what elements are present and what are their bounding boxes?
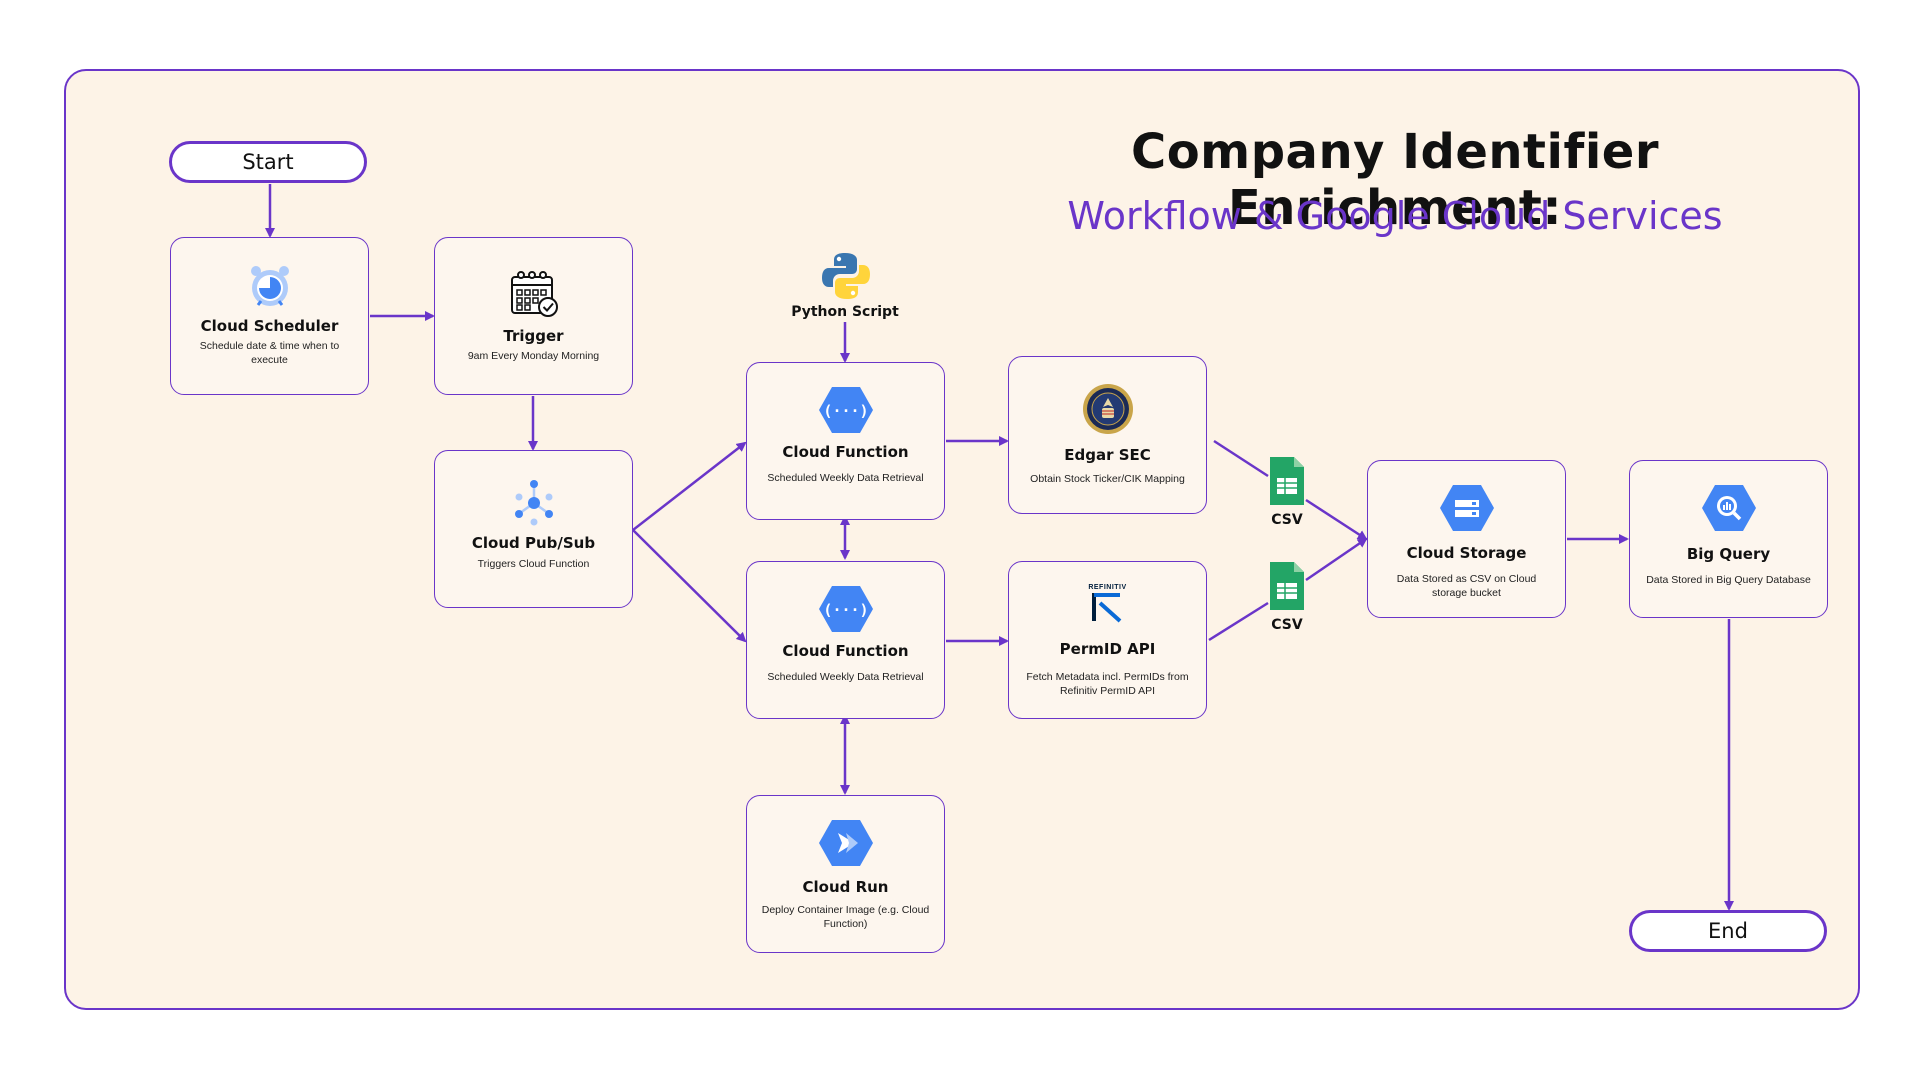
node-title: Big Query xyxy=(1686,545,1771,563)
diagram-subtitle: Workflow & Google Cloud Services xyxy=(1067,194,1723,238)
node-description: Schedule date & time when to execute xyxy=(199,340,340,366)
alarm-clock-icon xyxy=(171,262,368,310)
node-title: Cloud Storage xyxy=(1406,544,1527,562)
node-title: Cloud Scheduler xyxy=(200,317,339,335)
diagram-title: Company Identifier Enrichment: xyxy=(1130,124,1660,236)
node-cloud-run: Cloud Run Deploy Container Image (e.g. C… xyxy=(746,795,945,953)
refinitiv-logo-icon: REFINITIV xyxy=(1009,584,1206,623)
google-sheets-icon xyxy=(1268,560,1306,617)
svg-text:(···): (···) xyxy=(823,601,868,619)
cloud-storage-icon xyxy=(1368,483,1565,533)
arrow-csv1-to-storage xyxy=(1305,498,1368,541)
arrow-permid-to-csv2 xyxy=(1208,601,1269,642)
node-cloud-storage: Cloud Storage Data Stored as CSV on Clou… xyxy=(1367,460,1566,618)
start-terminal: Start xyxy=(169,141,367,183)
node-trigger: Trigger 9am Every Monday Morning xyxy=(434,237,633,395)
end-terminal: End xyxy=(1629,910,1827,952)
node-title: Cloud Run xyxy=(802,878,889,896)
node-big-query: Big Query Data Stored in Big Query Datab… xyxy=(1629,460,1828,618)
node-description: Data Stored as CSV on Cloud storage buck… xyxy=(1396,573,1537,599)
arrow-pubsub-to-function2 xyxy=(632,529,747,643)
cloud-functions-icon: (···) xyxy=(747,385,944,435)
node-permid-api: REFINITIV PermID API Fetch Metadata incl… xyxy=(1008,561,1207,719)
cloud-run-icon xyxy=(747,818,944,868)
arrow-csv2-to-storage xyxy=(1305,537,1368,582)
node-cloud-pubsub: Cloud Pub/Sub Triggers Cloud Function xyxy=(434,450,633,608)
csv-label: CSV xyxy=(1271,512,1303,528)
node-title: Edgar SEC xyxy=(1064,446,1151,464)
node-description: Deploy Container Image (e.g. Cloud Funct… xyxy=(761,904,930,930)
node-title: Cloud Pub/Sub xyxy=(471,534,596,552)
csv-label: CSV xyxy=(1271,617,1303,633)
node-description: Data Stored in Big Query Database xyxy=(1646,574,1811,586)
refinitiv-logo-text: REFINITIV xyxy=(1088,584,1127,591)
python-logo-icon xyxy=(820,250,872,307)
node-cloud-function-1: (···) Cloud Function Scheduled Weekly Da… xyxy=(746,362,945,520)
bigquery-icon xyxy=(1630,483,1827,533)
node-description: Obtain Stock Ticker/CIK Mapping xyxy=(1030,473,1185,485)
node-cloud-scheduler: Cloud Scheduler Schedule date & time whe… xyxy=(170,237,369,395)
cloud-functions-icon: (···) xyxy=(747,584,944,634)
node-title: Trigger xyxy=(503,327,564,345)
node-title: Cloud Function xyxy=(782,443,909,461)
arrow-edgar-to-csv1 xyxy=(1213,439,1269,478)
node-cloud-function-2: (···) Cloud Function Scheduled Weekly Da… xyxy=(746,561,945,719)
google-sheets-icon xyxy=(1268,455,1306,512)
node-description: Triggers Cloud Function xyxy=(477,558,590,570)
sec-seal-icon xyxy=(1009,383,1206,435)
node-description: Fetch Metadata incl. PermIDs from Refini… xyxy=(1026,671,1189,697)
node-title: Cloud Function xyxy=(782,642,909,660)
node-title: PermID API xyxy=(1059,640,1156,658)
python-script-label: Python Script xyxy=(791,304,899,320)
node-description: Scheduled Weekly Data Retrieval xyxy=(767,671,924,683)
node-description: Scheduled Weekly Data Retrieval xyxy=(767,472,924,484)
arrow-pubsub-to-function1 xyxy=(632,441,747,531)
svg-text:(···): (···) xyxy=(823,402,868,420)
pubsub-icon xyxy=(435,479,632,527)
node-description: 9am Every Monday Morning xyxy=(467,350,600,362)
calendar-check-icon xyxy=(435,270,632,318)
node-edgar-sec: Edgar SEC Obtain Stock Ticker/CIK Mappin… xyxy=(1008,356,1207,514)
